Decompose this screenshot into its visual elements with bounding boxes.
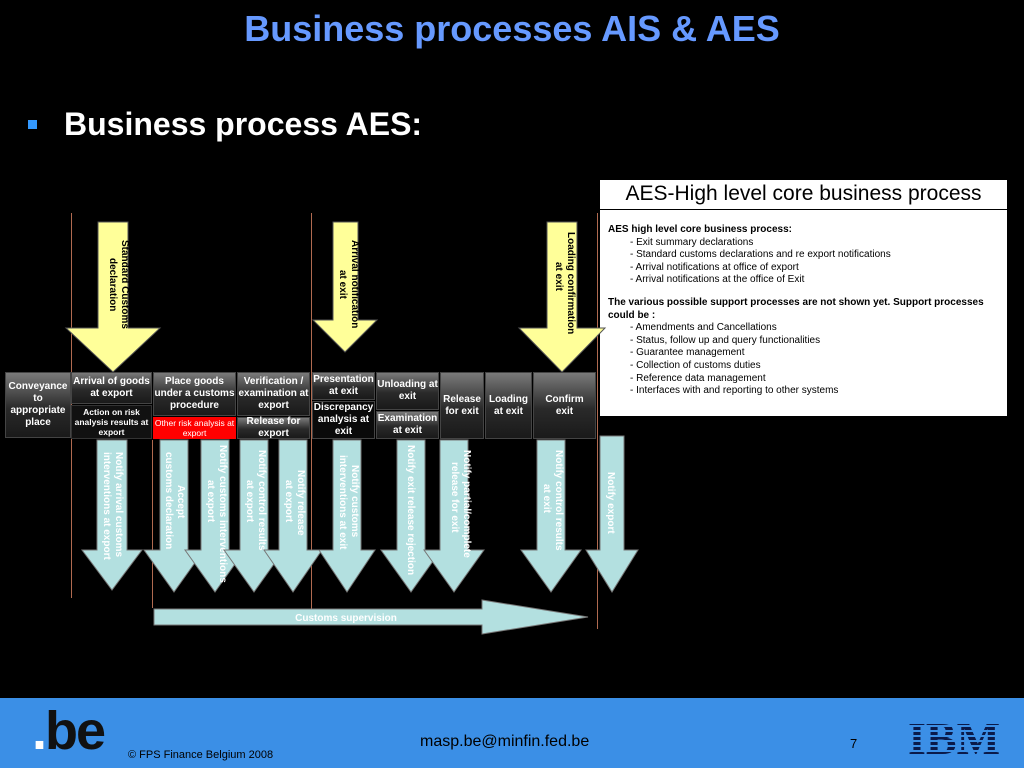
down-arrow-arrival-notification: Arrival notification at exit — [311, 221, 379, 353]
separator-line — [152, 440, 153, 608]
process-confirm-exit: Confirm exit — [533, 372, 596, 439]
support-list: - Amendments and Cancellations - Status,… — [608, 322, 1000, 398]
notify-arrow-control-results-exit: Notify control results at exit — [520, 439, 582, 593]
support-item: - Status, follow up and query functional… — [630, 334, 821, 346]
notify-arrow-label: at export — [205, 480, 216, 523]
customs-supervision-arrow: Customs supervision — [153, 599, 589, 635]
process-unloading: Unloading at exit — [376, 372, 439, 410]
slide-title: Business processes AIS & AES — [244, 8, 780, 49]
process-discrepancy: Discrepancy analysis at exit — [312, 401, 375, 439]
bullet-heading: Business process AES: — [64, 106, 423, 142]
support-item: - Reference data management — [630, 372, 766, 384]
notify-arrow-partial-release: Notify partial/complete release for exit — [423, 439, 485, 593]
process-examination: Examination at exit — [376, 411, 439, 439]
down-arrow-label: Standard Customs — [119, 240, 130, 329]
notify-arrow-label: Notify customs — [349, 465, 360, 538]
support-heading: The various possible support processes a… — [608, 296, 984, 321]
process-presentation: Presentation at exit — [312, 372, 375, 400]
info-panel: AES-High level core business process AES… — [600, 180, 1007, 416]
notify-arrow-arrival-interventions: Notify arrival customs interventions at … — [81, 439, 143, 591]
down-arrow-label: at exit — [337, 270, 348, 300]
notify-arrow-control-results-export: Notify control results at export — [223, 439, 285, 593]
notify-arrow-label: Notify control results — [553, 450, 564, 551]
notify-arrow-label: at exit — [541, 484, 552, 514]
separator-line — [597, 213, 598, 629]
bullet-icon — [28, 120, 37, 129]
notify-arrow-label: Notify control results — [256, 450, 267, 551]
notify-arrow-label: Notify export — [605, 472, 616, 534]
flow-arrows: Standard Customs declaration Arrival not… — [64, 221, 639, 635]
contact-email: masp.be@minfin.fed.be — [420, 733, 590, 750]
separator-line — [311, 213, 312, 613]
notify-arrow-exit-rejection: Notify exit release rejection — [380, 439, 442, 593]
notify-arrow-export: Notify export — [585, 435, 639, 593]
down-arrow-label: declaration — [107, 258, 118, 311]
process-arrival: Arrival of goods at export — [71, 372, 152, 404]
panel-title: AES-High level core business process — [600, 182, 1007, 210]
notify-arrow-label: Accept — [175, 485, 186, 519]
notify-arrow-label: Notify release — [295, 470, 306, 536]
copyright-text: © FPS Finance Belgium 2008 — [128, 749, 274, 761]
process-action-risk: Action on risk analysis results at expor… — [71, 405, 152, 439]
panel-body: AES high level core business process: - … — [608, 224, 1000, 398]
notify-arrow-label: at export — [244, 480, 255, 523]
core-item: - Exit summary declarations — [630, 236, 754, 248]
process-loading: Loading at exit — [485, 372, 532, 439]
process-place-goods: Place goods under a customs procedure — [153, 372, 236, 416]
notify-arrow-release-export: Notify release at export — [263, 439, 323, 593]
process-release-export: Release for export — [237, 416, 310, 439]
notify-arrow-label: at export — [283, 480, 294, 523]
core-list: - Exit summary declarations - Standard c… — [608, 237, 1000, 287]
core-heading: AES high level core business process: — [608, 224, 792, 235]
down-arrow-loading-confirmation: Loading confirmation at exit — [517, 221, 607, 373]
support-item: - Interfaces with and reporting to other… — [630, 385, 839, 397]
down-arrow-label: at exit — [553, 262, 564, 292]
down-arrow-label: Arrival notification — [349, 240, 360, 328]
notify-arrow-label: Notify partial/complete — [461, 450, 472, 558]
notify-arrow-label: Notify arrival customs — [113, 452, 124, 557]
notify-arrow-label: interventions at exit — [337, 455, 348, 550]
process-verification: Verification / examination at export — [237, 372, 310, 416]
support-item: - Amendments and Cancellations — [630, 322, 777, 334]
down-arrow-label: Loading confirmation — [565, 232, 576, 334]
supervision-label: Customs supervision — [295, 613, 397, 624]
svg-text:IBM: IBM — [908, 713, 1000, 762]
notify-arrow-label: Notify customs interventions — [217, 445, 228, 583]
notify-arrow-label: interventions at export — [101, 452, 112, 560]
core-item: - Arrival notifications at the office of… — [630, 274, 805, 286]
notify-arrow-label: Notify exit release rejection — [405, 445, 416, 575]
notify-arrow-accept-declaration: Accept customs declaration — [143, 439, 205, 593]
process-conveyance: Conveyance to appropriate place — [5, 372, 71, 438]
notify-arrow-customs-interventions: Notify customs interventions at export — [184, 439, 246, 593]
notify-arrow-label: release for exit — [449, 462, 460, 533]
core-item: - Standard customs declarations and re e… — [630, 249, 891, 261]
support-item: - Guarantee management — [630, 347, 745, 359]
notify-arrow-label: customs declaration — [163, 452, 174, 549]
page-number: 7 — [850, 736, 858, 751]
support-item: - Collection of customs duties — [630, 359, 761, 371]
footer-bar — [0, 698, 1024, 768]
process-release-exit: Release for exit — [440, 372, 484, 439]
be-logo: .be — [32, 701, 106, 761]
down-arrow-standard-declaration: Standard Customs declaration — [64, 221, 162, 373]
process-other-risk: Other risk analysis at export — [153, 417, 236, 439]
core-item: - Arrival notifications at office of exp… — [630, 261, 799, 273]
ibm-logo: IBM — [908, 713, 1000, 762]
notify-arrow-customs-exit: Notify customs interventions at exit — [318, 439, 376, 593]
